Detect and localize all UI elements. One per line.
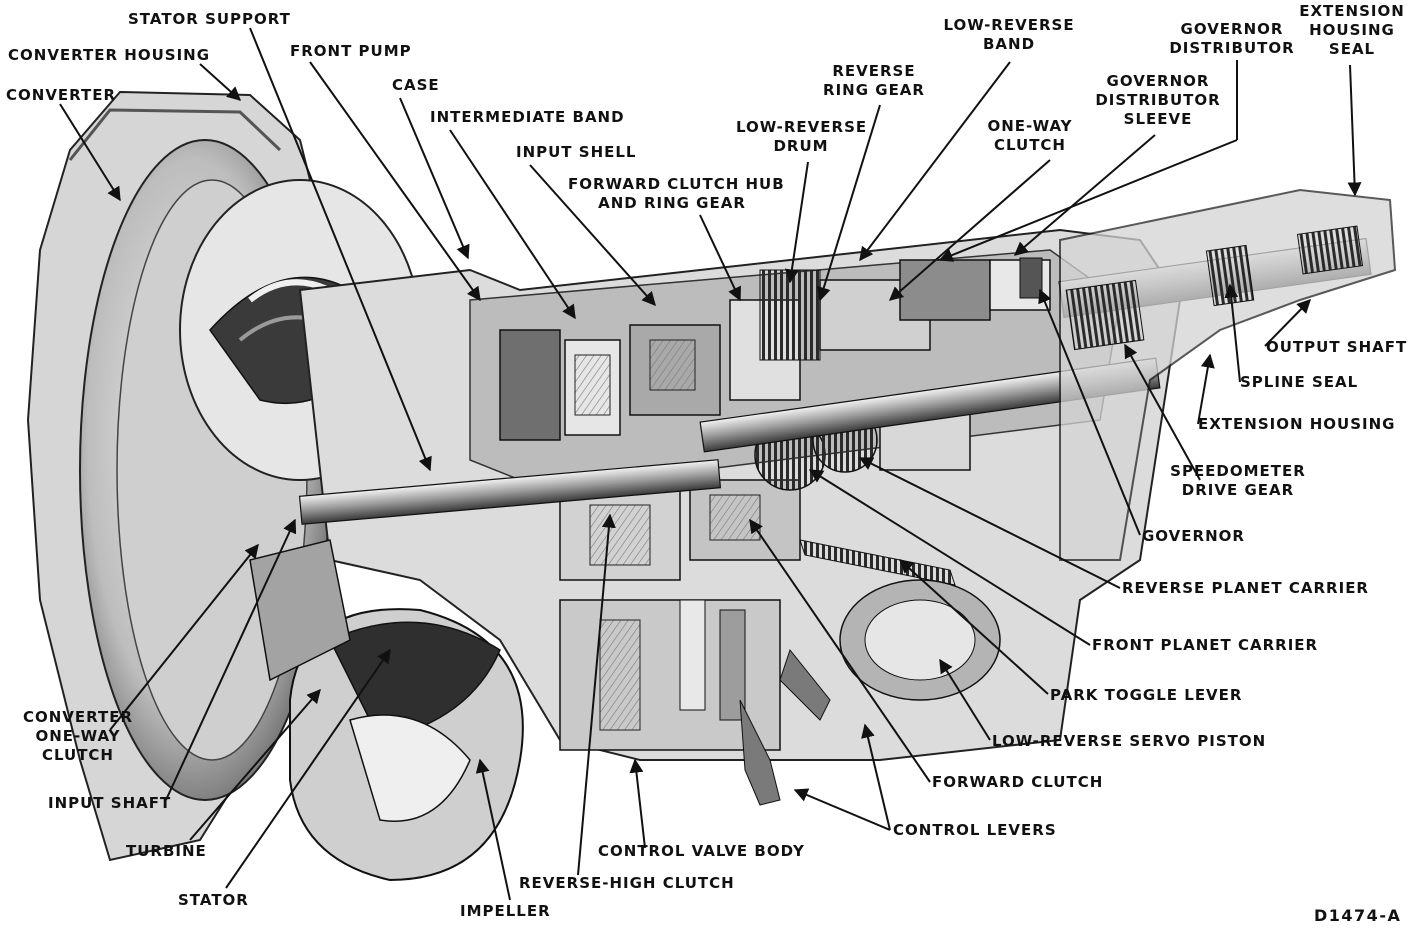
control-lever-shape — [739, 699, 781, 806]
governor-shape — [1019, 257, 1043, 299]
label-converter: CONVERTER — [6, 86, 117, 104]
label-output-shaft: OUTPUT SHAFT — [1266, 338, 1408, 356]
label-spline-seal: SPLINE SEAL — [1240, 373, 1359, 391]
label-stator-support: STATOR SUPPORT — [128, 10, 291, 28]
label-extension-housing: EXTENSION HOUSING — [1198, 415, 1396, 433]
label-control-levers: CONTROL LEVERS — [893, 821, 1057, 839]
label-forward-clutch: FORWARD CLUTCH — [932, 773, 1104, 791]
extension-housing-shape — [1059, 188, 1397, 561]
spline-seal-shape — [1065, 244, 1255, 351]
label-park-toggle-lever: PARK TOGGLE LEVER — [1050, 686, 1243, 704]
label-case: CASE — [392, 76, 440, 94]
label-reverse-high-clutch: REVERSE-HIGH CLUTCH — [519, 874, 735, 892]
label-reverse-planet-carrier: REVERSE PLANET CARRIER — [1122, 579, 1369, 597]
label-governor: GOVERNOR — [1142, 527, 1245, 545]
input-shaft-shape — [298, 459, 722, 525]
stator-shape — [349, 714, 471, 822]
label-low-reverse-servo-piston: LOW-REVERSE SERVO PISTON — [992, 732, 1267, 750]
label-turbine: TURBINE — [126, 842, 207, 860]
label-input-shell: INPUT SHELL — [516, 143, 637, 161]
figure-code: D1474-A — [1314, 906, 1402, 925]
label-input-shaft: INPUT SHAFT — [48, 794, 172, 812]
intermediate-band-shape — [499, 329, 561, 441]
label-converter-housing: CONVERTER HOUSING — [8, 46, 211, 64]
label-stator: STATOR — [178, 891, 249, 909]
label-front-pump: FRONT PUMP — [290, 42, 412, 60]
label-front-planet-carrier: FRONT PLANET CARRIER — [1092, 636, 1319, 654]
leader-lines — [59, 27, 1362, 901]
label-intermediate-band: INTERMEDIATE BAND — [430, 108, 625, 126]
label-impeller: IMPELLER — [460, 902, 551, 920]
label-control-valve-body: CONTROL VALVE BODY — [598, 842, 805, 860]
